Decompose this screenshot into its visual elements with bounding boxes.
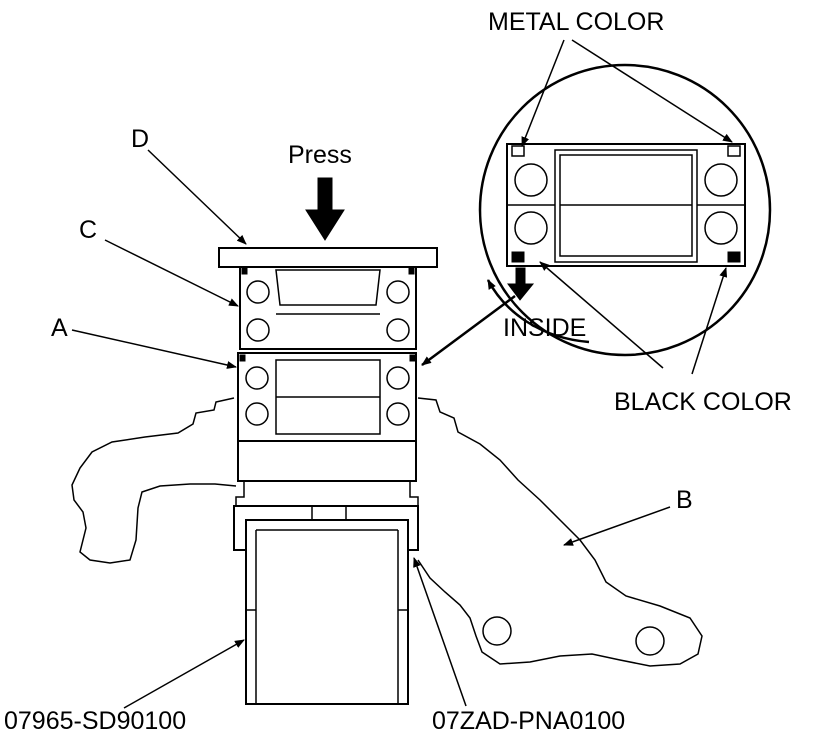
label-b: B [676, 486, 693, 514]
inside-arrow-icon [507, 267, 535, 301]
support-attachment-07965 [245, 519, 409, 705]
label-inside: INSIDE [503, 314, 586, 342]
wheel-bearing-a [237, 352, 417, 442]
detail-magnifier [478, 63, 772, 357]
knuckle-bore [237, 440, 417, 482]
label-tool-07965: 07965-SD90100 [4, 707, 186, 735]
label-c: C [79, 216, 97, 244]
label-press: Press [288, 141, 352, 169]
upper-bearing-c [239, 266, 417, 350]
label-metal-color: METAL COLOR [488, 8, 664, 36]
leader-lines [71, 39, 733, 709]
steering-knuckle [71, 397, 703, 667]
label-tool-07zad: 07ZAD-PNA0100 [432, 707, 625, 735]
press-arrow-icon [305, 177, 345, 241]
label-a: A [51, 314, 68, 342]
label-d: D [131, 125, 149, 153]
press-plate-d [218, 247, 438, 268]
label-black-color: BLACK COLOR [614, 388, 792, 416]
